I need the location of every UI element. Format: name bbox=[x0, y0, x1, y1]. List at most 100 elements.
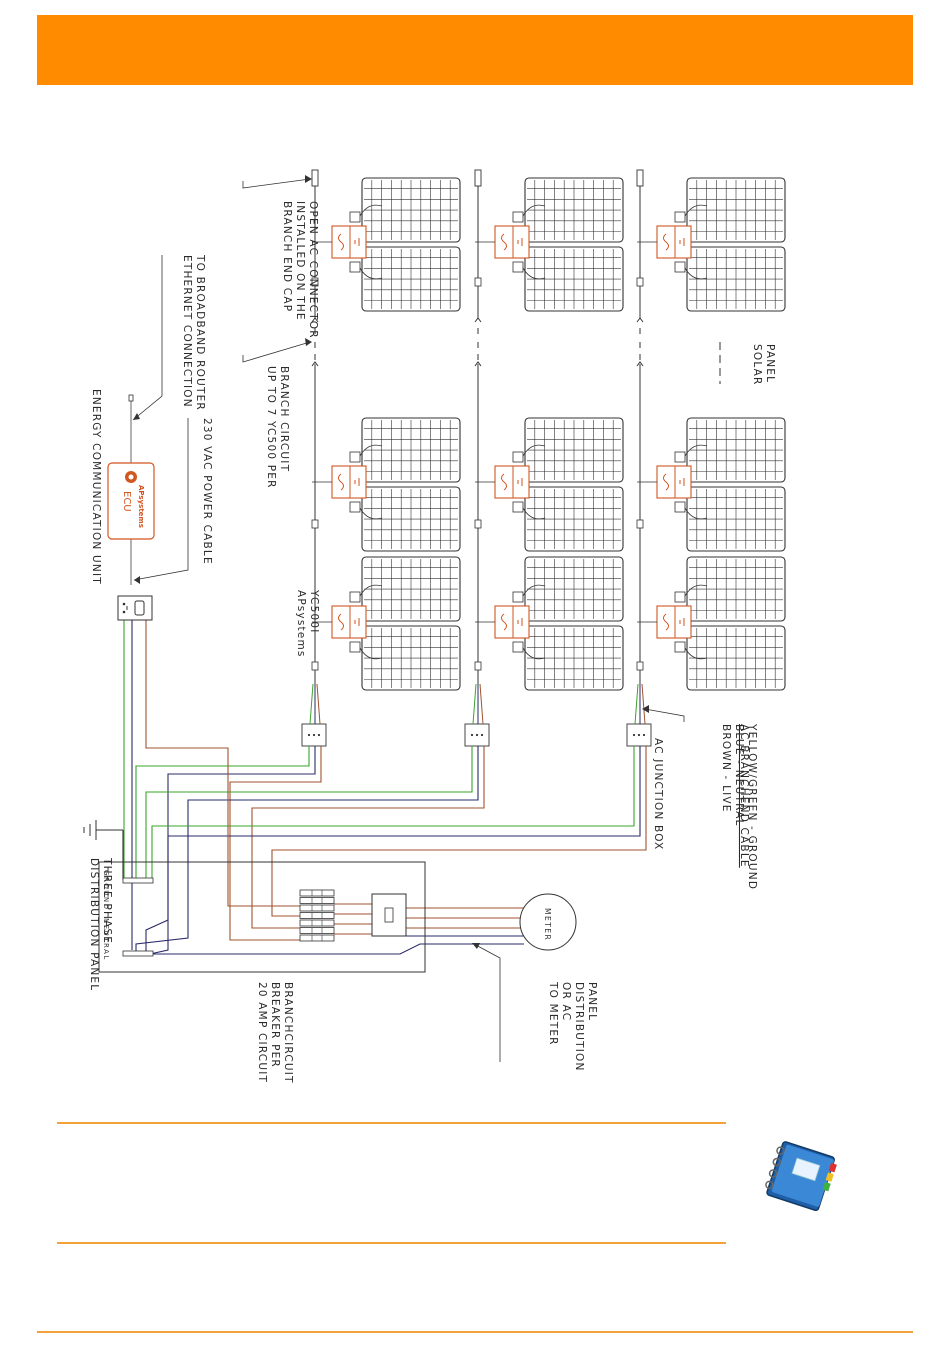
solar-panel bbox=[524, 625, 624, 691]
solar-panel bbox=[686, 246, 786, 312]
circuit-breaker bbox=[299, 934, 335, 942]
to-meter-label-line: PANEL bbox=[586, 982, 598, 1021]
live-wire bbox=[251, 746, 485, 929]
breaker-label-line: 20 AMP CIRCUIT bbox=[256, 982, 268, 1083]
solar-panel bbox=[361, 625, 461, 691]
breaker-label-line: BRANCHCIRCUIT bbox=[282, 982, 294, 1084]
distribution-panel-label-line: THREE PHASE bbox=[101, 857, 113, 944]
ground-bus-bar bbox=[122, 877, 154, 884]
notebook-icon bbox=[765, 1141, 837, 1212]
solar-panel bbox=[686, 177, 786, 243]
ground-icon bbox=[83, 820, 123, 840]
junction-box-label: AC JUNCTION BOX bbox=[652, 738, 664, 850]
ecu-brand: APsystems bbox=[137, 485, 145, 528]
ac-cable-lines-line: BLUE - NEUTRAL bbox=[733, 724, 745, 827]
solar-panel bbox=[524, 417, 624, 483]
inverter-icon bbox=[312, 584, 383, 660]
circuit-breaker bbox=[299, 912, 335, 919]
circuit-breaker bbox=[299, 889, 335, 897]
inverter-icon bbox=[475, 584, 546, 660]
meter-label: METER bbox=[543, 908, 552, 941]
solar-panel bbox=[361, 246, 461, 312]
neutral-wire bbox=[150, 943, 524, 955]
to-meter-label-line: TO METER bbox=[547, 981, 559, 1046]
ethernet-label-line: ETHERNET CONNECTION bbox=[181, 255, 193, 408]
circuit-breaker bbox=[299, 919, 335, 927]
ac-cable-title: AC BRANCHEND CABLE bbox=[738, 724, 750, 868]
junction-box-label-line: AC JUNCTION BOX bbox=[652, 738, 664, 850]
solar-panel bbox=[524, 246, 624, 312]
solar-panel bbox=[686, 417, 786, 483]
branch-3 bbox=[626, 169, 786, 747]
branch-circuits bbox=[301, 169, 786, 747]
neutral-wire bbox=[149, 746, 641, 955]
branch-1 bbox=[301, 169, 461, 747]
ethernet-label-line: TO BROADBAND ROUTER bbox=[194, 254, 206, 411]
inverter-icon bbox=[475, 444, 546, 520]
ground-wire bbox=[151, 746, 635, 880]
ground-neutral-label: GROUND NEUTRAL bbox=[102, 870, 110, 961]
up-to-7-label-line: UP TO 7 YC500 PER bbox=[265, 366, 277, 489]
solar-panel bbox=[361, 556, 461, 622]
breakers bbox=[299, 889, 335, 942]
neutral-wire bbox=[135, 746, 479, 951]
solar-panel bbox=[686, 625, 786, 691]
solar-panel-label-line: PANEL bbox=[764, 344, 776, 383]
ac-cable-lines-line: BROWN - LIVE bbox=[720, 724, 732, 813]
ecu-full-label: ENERGY COMMUNICATION UNIT bbox=[90, 389, 102, 585]
ac-cable-lines-line: YELLOW/GREEN - GROUND bbox=[746, 723, 758, 890]
inverter-icon bbox=[637, 584, 708, 660]
solar-panel bbox=[686, 556, 786, 622]
ecu-group: APsystems ECU bbox=[107, 255, 189, 621]
to-meter-label-line: OR AC bbox=[560, 982, 572, 1021]
ac-cable-title-line: AC BRANCHEND CABLE bbox=[738, 724, 750, 868]
branch-2 bbox=[464, 169, 624, 747]
power-cable-label: 230 VAC POWER CABLE bbox=[201, 418, 213, 565]
power-cable-label-line: 230 VAC POWER CABLE bbox=[201, 418, 213, 565]
inverter-model-label-line: YC500I bbox=[308, 589, 320, 634]
solar-panel bbox=[361, 417, 461, 483]
live-wire bbox=[145, 620, 300, 907]
branch-end-cap-label-line: BRANCH END CAP bbox=[281, 201, 293, 312]
inverter-icon bbox=[312, 204, 383, 280]
circuit-breaker bbox=[299, 927, 335, 934]
solar-panel-label-line: SOLAR bbox=[751, 344, 763, 386]
ecu-full-label-line: ENERGY COMMUNICATION UNIT bbox=[90, 389, 102, 585]
ground-wire bbox=[145, 746, 473, 880]
solar-panel bbox=[524, 177, 624, 243]
up-to-7-label-line: BRANCH CIRCUIT bbox=[278, 366, 290, 472]
distribution-panel: METER bbox=[98, 861, 577, 973]
solar-panel bbox=[361, 177, 461, 243]
solar-panel bbox=[524, 486, 624, 552]
ecu-device bbox=[107, 462, 155, 540]
live-wire bbox=[271, 746, 647, 917]
breaker-label-line: BREAKER PER bbox=[269, 982, 281, 1068]
ground-wire bbox=[135, 746, 310, 880]
inverter-icon bbox=[637, 204, 708, 280]
solar-panel bbox=[686, 486, 786, 552]
header-bar bbox=[37, 15, 913, 85]
branch-end-cap-label-line: INSTALLED ON THE bbox=[294, 201, 306, 321]
main-switch bbox=[371, 893, 407, 937]
ground-label: GROUND bbox=[102, 870, 110, 911]
circuit-breaker bbox=[299, 897, 335, 904]
inverter-icon bbox=[475, 204, 546, 280]
wiring bbox=[122, 620, 647, 955]
neutral-label: NEUTRAL bbox=[102, 918, 110, 961]
live-wire bbox=[229, 746, 322, 941]
branch-end-cap-label-line: OPEN AC CONNECTOR bbox=[307, 201, 319, 339]
inverter-icon bbox=[637, 444, 708, 520]
solar-panel bbox=[361, 486, 461, 552]
ecu-name: ECU bbox=[121, 491, 132, 512]
